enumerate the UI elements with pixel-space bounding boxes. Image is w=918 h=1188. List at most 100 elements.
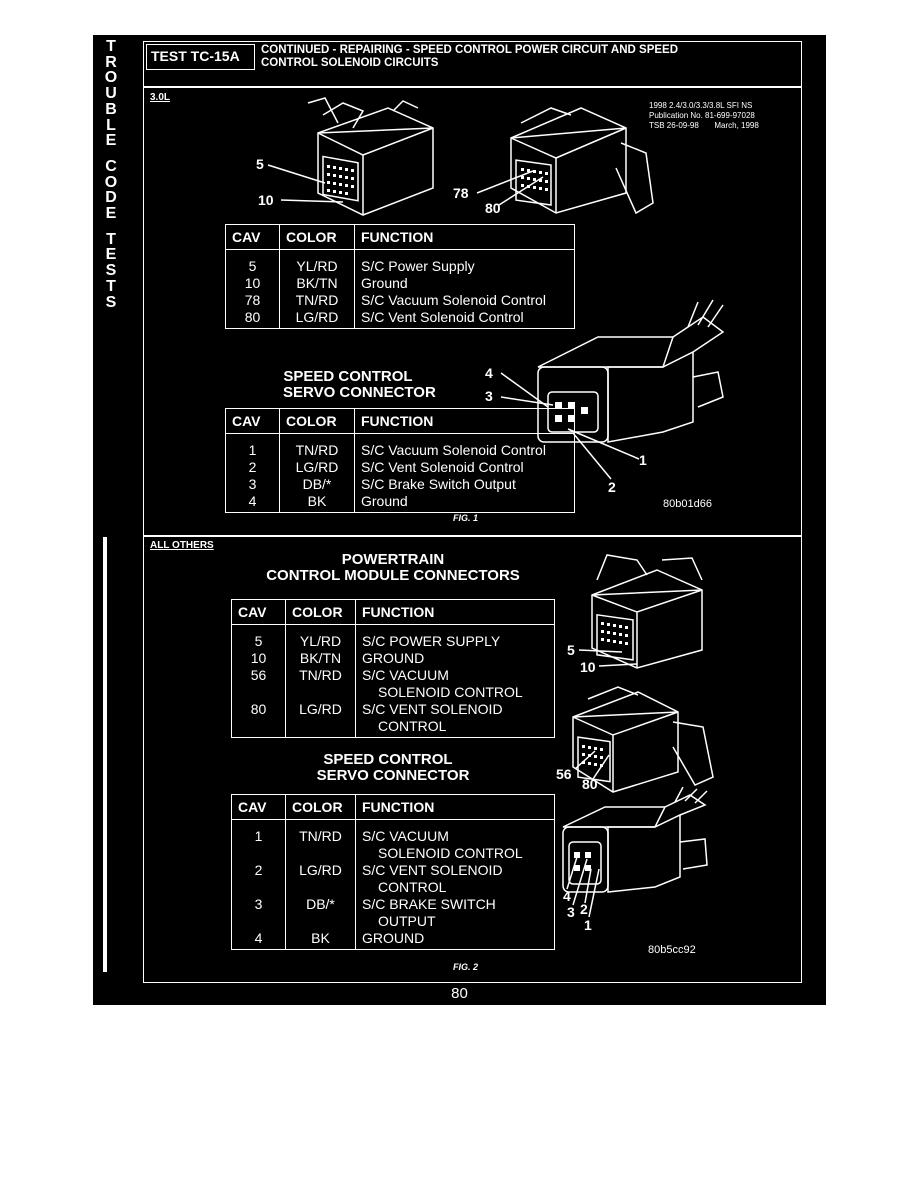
col-function: FUNCTION [355,599,555,625]
side-title-letter: S [105,293,117,311]
side-title-letter: E [105,246,117,264]
side-title-letter: O [104,173,118,191]
publication-line3: TSB 26-09-98 March, 1998 [649,121,759,130]
publication-line1: 1998 2.4/3.0/3.3/3.8L SFI NS [649,101,753,110]
leader-lines-servo-a [500,372,640,480]
leader-lines-servo-b [566,856,600,918]
side-title-letter: O [104,69,118,87]
callout-pin-80: 80 [485,200,501,216]
col-cav: CAV [231,794,286,820]
callout-servo-b-1: 1 [584,917,592,933]
col-function: FUNCTION [355,794,555,820]
side-title-letter: S [105,262,117,280]
callout-servo-a-1: 1 [639,452,647,468]
col-cav: CAV [225,408,280,434]
pcm-connector-d-illustration [572,686,714,793]
col-color: COLOR [279,224,355,250]
header-box [143,41,802,87]
callout-servo-a-3: 3 [485,388,493,404]
side-title-letter: D [105,189,117,207]
callout-servo-b-2: 2 [580,901,588,917]
side-title-letter: U [105,85,117,103]
servo-caption-line1: SPEED CONTROL [323,751,453,768]
col-function: FUNCTION [354,224,575,250]
section-all-others-frame [143,536,802,983]
side-title-letter: T [106,277,116,295]
leader-lines-pcm-c [578,649,638,667]
side-title-letter: R [105,53,117,71]
callout-pin-5-b: 5 [567,642,575,658]
fig-1-label: FIG. 1 [453,513,479,523]
side-title-letter: E [105,205,117,222]
servo-connector-b-illustration [562,787,708,893]
side-title-letter: E [105,132,117,150]
side-title-letter: T [106,38,116,55]
test-id: TEST TC-15A [151,48,240,64]
section1-label: 3.0L [150,92,171,103]
publication-line2: Publication No. 81-699-97028 [649,111,755,120]
pcm-connector-a-illustration [307,97,434,216]
servo-connector-a-illustration [537,299,725,443]
leader-lines-pcm-d [574,750,610,780]
col-color: COLOR [285,794,356,820]
callout-pin-80-b: 80 [582,776,598,792]
servo-caption-3-0l-line1: SPEED CONTROL [283,368,413,385]
pcm-connector-c-illustration [591,554,703,669]
side-title-letter: B [105,100,117,118]
callout-servo-a-2: 2 [608,479,616,495]
col-function: FUNCTION [354,408,575,434]
callout-pin-10-b: 10 [580,659,596,675]
image-id-fig1: 80b01d66 [663,498,712,510]
section-3-0l-frame [143,87,802,536]
fig-2-label: FIG. 2 [453,962,479,972]
header-title-line1: CONTINUED - REPAIRING - SPEED CONTROL PO… [261,44,679,56]
pcm-caption-line2: CONTROL MODULE CONNECTORS [266,567,520,584]
image-id-fig2: 80b5cc92 [648,944,696,956]
servo-caption-3-0l-line2: SERVO CONNECTOR [283,384,436,401]
callout-pin-78: 78 [453,185,469,201]
callout-servo-b-4: 4 [563,888,571,904]
callout-pin-10: 10 [258,192,274,208]
page-number: 80 [451,985,468,1002]
test-id-box [146,44,255,70]
side-title-letter: C [105,157,117,175]
side-title-letter: L [106,116,116,134]
side-title-letter: T [106,230,116,248]
callout-pin-56: 56 [556,766,572,782]
col-cav: CAV [225,224,280,250]
section2-label: ALL OTHERS [150,540,214,551]
servo-caption-line2: SERVO CONNECTOR [316,767,470,784]
col-cav: CAV [231,599,286,625]
leader-lines-pcm-b [476,170,544,206]
col-color: COLOR [285,599,356,625]
pcm-caption-line1: POWERTRAIN [341,551,445,568]
pcm-connector-b-illustration [510,107,654,215]
callout-servo-b-3: 3 [567,904,575,920]
margin-bar [103,537,107,972]
col-color: COLOR [279,408,355,434]
header-title-line2: CONTROL SOLENOID CIRCUITS [261,57,439,69]
leader-lines-pcm-a [267,164,344,203]
callout-servo-a-4: 4 [485,365,493,381]
callout-pin-5: 5 [256,156,264,172]
